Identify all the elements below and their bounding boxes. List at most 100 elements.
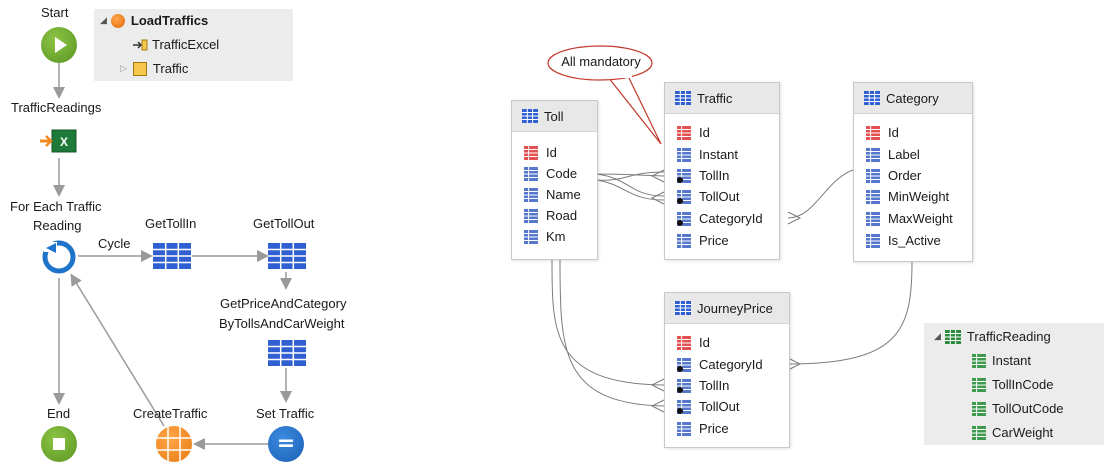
create-traffic-node[interactable]: [156, 426, 192, 462]
tree-param-row[interactable]: TrafficExcel: [132, 37, 219, 52]
entity-traffic-header: Traffic: [665, 83, 779, 114]
entity-traffic[interactable]: Traffic Id Instant TollIn TollOut Catego…: [664, 82, 780, 260]
attr-km[interactable]: Km: [524, 229, 566, 244]
tree-item-label: TrafficExcel: [152, 37, 220, 52]
attr-id[interactable]: Id: [677, 335, 710, 350]
entity-category-title: Category: [886, 90, 939, 106]
attr-toll-in[interactable]: TollIn: [677, 378, 729, 393]
action-tree-panel: ◢ LoadTraffics TrafficExcel ▷ Traffic: [94, 9, 293, 81]
attr-code[interactable]: Code: [524, 166, 577, 181]
attr-label: Km: [546, 229, 566, 244]
structure-attribute-icon: [972, 425, 986, 440]
attr-label: Is_Active: [888, 233, 941, 248]
attr-category-id[interactable]: CategoryId: [677, 211, 763, 226]
attr-label: Order: [888, 168, 922, 183]
excel-import-node[interactable]: X: [38, 126, 80, 156]
attr-price[interactable]: Price: [677, 233, 729, 248]
attr-id[interactable]: Id: [677, 125, 710, 140]
attr-toll-in[interactable]: TollIn: [677, 168, 729, 183]
attr-toll-out[interactable]: TollOut: [677, 399, 739, 414]
tree-local-row[interactable]: ▷ Traffic: [120, 61, 188, 76]
set-traffic-node[interactable]: =: [268, 426, 304, 462]
entity-toll[interactable]: Toll Id Code Name Road Km: [511, 100, 598, 260]
attribute-icon: [866, 233, 880, 248]
start-node[interactable]: [41, 27, 77, 63]
entity-icon: [675, 301, 691, 315]
attr-id[interactable]: Id: [866, 125, 899, 140]
for-each-label-line2: Reading: [33, 218, 82, 233]
attr-label: TollOut: [699, 399, 740, 414]
attr-label: Road: [546, 208, 578, 223]
attr-category-id[interactable]: CategoryId: [677, 357, 763, 372]
get-price-node[interactable]: [268, 340, 306, 366]
structure-row[interactable]: ◢ TrafficReading: [934, 329, 1051, 344]
attr-name[interactable]: Name: [524, 187, 581, 202]
local-variable-icon: [132, 61, 147, 76]
get-toll-in-label: GetTollIn: [145, 216, 197, 231]
attr-max-weight[interactable]: MaxWeight: [866, 211, 953, 226]
collapsed-arrow-icon[interactable]: ▷: [120, 63, 127, 73]
stop-icon: [53, 438, 65, 450]
structure-attr-label: TollInCode: [992, 377, 1054, 392]
foreign-key-icon: [677, 399, 691, 414]
identifier-icon: [524, 145, 538, 160]
attr-id[interactable]: Id: [524, 145, 557, 160]
structure-attr-row[interactable]: TollInCode: [972, 377, 1053, 392]
attr-label: Instant: [699, 147, 739, 162]
entity-toll-title: Toll: [544, 108, 564, 124]
attribute-icon: [866, 168, 880, 183]
structure-attr-row[interactable]: Instant: [972, 353, 1031, 368]
get-toll-out-node[interactable]: [268, 243, 306, 269]
structure-attribute-icon: [972, 353, 986, 368]
structure-attribute-icon: [972, 401, 986, 416]
expand-arrow-icon: ◢: [100, 15, 107, 25]
attr-label: CategoryId: [699, 357, 763, 372]
entity-icon: [522, 109, 538, 123]
cycle-label: Cycle: [98, 236, 131, 251]
entity-category[interactable]: Category Id Label Order MinWeight MaxWei…: [853, 82, 973, 262]
attr-label: CategoryId: [699, 211, 763, 226]
assign-icon: =: [276, 431, 296, 456]
attr-label: Id: [699, 125, 710, 140]
attr-order[interactable]: Order: [866, 168, 921, 183]
foreign-key-icon: [677, 211, 691, 226]
for-each-label-line1: For Each Traffic: [10, 199, 102, 214]
attribute-icon: [866, 147, 880, 162]
attr-label: Id: [699, 335, 710, 350]
tree-item-label: Traffic: [152, 61, 189, 76]
end-node[interactable]: [41, 426, 77, 462]
create-entity-icon: [156, 426, 192, 462]
callout-text: All mandatory: [561, 54, 641, 69]
structure-attr-label: Instant: [992, 353, 1032, 368]
attr-label: Name: [546, 187, 581, 202]
get-price-label-line2: ByTollsAndCarWeight: [219, 316, 345, 331]
structure-attr-label: TollOutCode: [992, 401, 1064, 416]
attr-toll-out[interactable]: TollOut: [677, 189, 739, 204]
entity-icon: [675, 91, 691, 105]
attr-label: MaxWeight: [888, 211, 953, 226]
end-label: End: [47, 406, 71, 421]
attr-label: Price: [699, 421, 729, 436]
structure-attr-row[interactable]: CarWeight: [972, 425, 1053, 440]
attribute-icon: [524, 208, 538, 223]
attr-min-weight[interactable]: MinWeight: [866, 189, 949, 204]
attr-label: Id: [546, 145, 557, 160]
tree-action-row[interactable]: ◢ LoadTraffics: [100, 13, 208, 28]
get-toll-out-label: GetTollOut: [253, 216, 315, 231]
aggregate-icon: [268, 340, 306, 366]
attribute-icon: [866, 211, 880, 226]
attr-price[interactable]: Price: [677, 421, 729, 436]
structure-attr-row[interactable]: TollOutCode: [972, 401, 1064, 416]
attr-instant[interactable]: Instant: [677, 147, 738, 162]
entity-journey-price[interactable]: JourneyPrice Id CategoryId TollIn TollOu…: [664, 292, 790, 448]
create-traffic-label: CreateTraffic: [133, 406, 208, 421]
attr-label-field[interactable]: Label: [866, 147, 920, 162]
for-each-node[interactable]: [40, 238, 76, 274]
attr-road[interactable]: Road: [524, 208, 577, 223]
action-icon: [110, 13, 125, 28]
get-toll-in-node[interactable]: [153, 243, 191, 269]
entity-journey-price-title: JourneyPrice: [697, 300, 773, 316]
attr-label: Code: [546, 166, 578, 181]
attr-label: MinWeight: [888, 189, 950, 204]
attr-is-active[interactable]: Is_Active: [866, 233, 941, 248]
